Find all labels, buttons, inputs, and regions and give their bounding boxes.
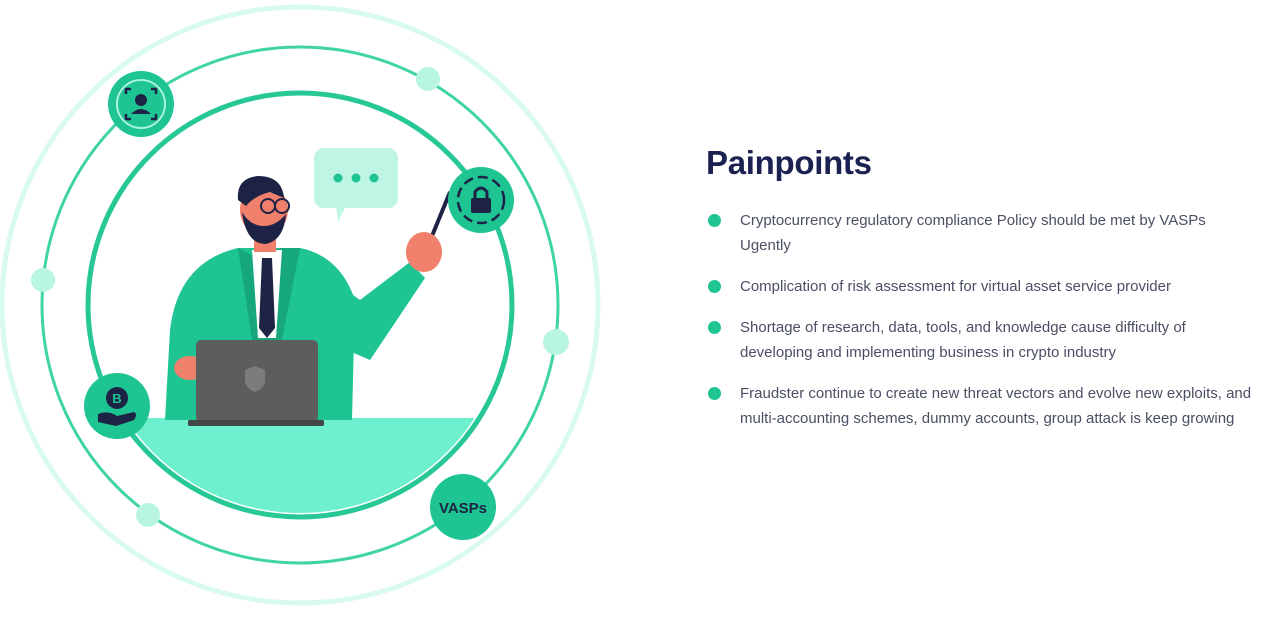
outer-ring: [0, 4, 601, 606]
bullet-icon: [708, 280, 721, 293]
list-item-text: Fraudster continue to create new threat …: [740, 385, 1252, 427]
bullet-icon: [708, 214, 721, 227]
painpoints-list: Cryptocurrency regulatory compliance Pol…: [706, 208, 1256, 431]
list-item-text: Shortage of research, data, tools, and k…: [740, 319, 1186, 361]
chat-bubble-icon: [314, 148, 398, 222]
list-item-text: Cryptocurrency regulatory compliance Pol…: [740, 212, 1206, 254]
painpoints-section: Painpoints Cryptocurrency regulatory com…: [706, 144, 1256, 447]
bullet-icon: [708, 321, 721, 334]
list-item: Complication of risk assessment for virt…: [706, 274, 1256, 299]
list-item: Cryptocurrency regulatory compliance Pol…: [706, 208, 1256, 258]
bitcoin-hand-icon: B: [84, 373, 150, 439]
list-item: Fraudster continue to create new threat …: [706, 381, 1256, 431]
list-item-text: Complication of risk assessment for virt…: [740, 278, 1171, 295]
face-scan-icon: [108, 71, 174, 137]
svg-text:B: B: [112, 391, 121, 406]
ring-dot: [136, 503, 160, 527]
ring-dot: [31, 268, 55, 292]
padlock-icon: [448, 167, 514, 233]
vasps-label: VASPs: [439, 500, 487, 517]
section-title: Painpoints: [706, 144, 872, 181]
bullet-icon: [708, 387, 721, 400]
ring-dot: [416, 67, 440, 91]
vasps-badge: VASPs: [430, 474, 496, 540]
inner-ring: [85, 90, 515, 520]
painpoints-illustration: B VASPs: [0, 0, 620, 627]
middle-ring: [40, 45, 560, 565]
list-item: Shortage of research, data, tools, and k…: [706, 315, 1256, 365]
laptop-icon: [188, 340, 324, 426]
ring-dot: [543, 329, 569, 355]
